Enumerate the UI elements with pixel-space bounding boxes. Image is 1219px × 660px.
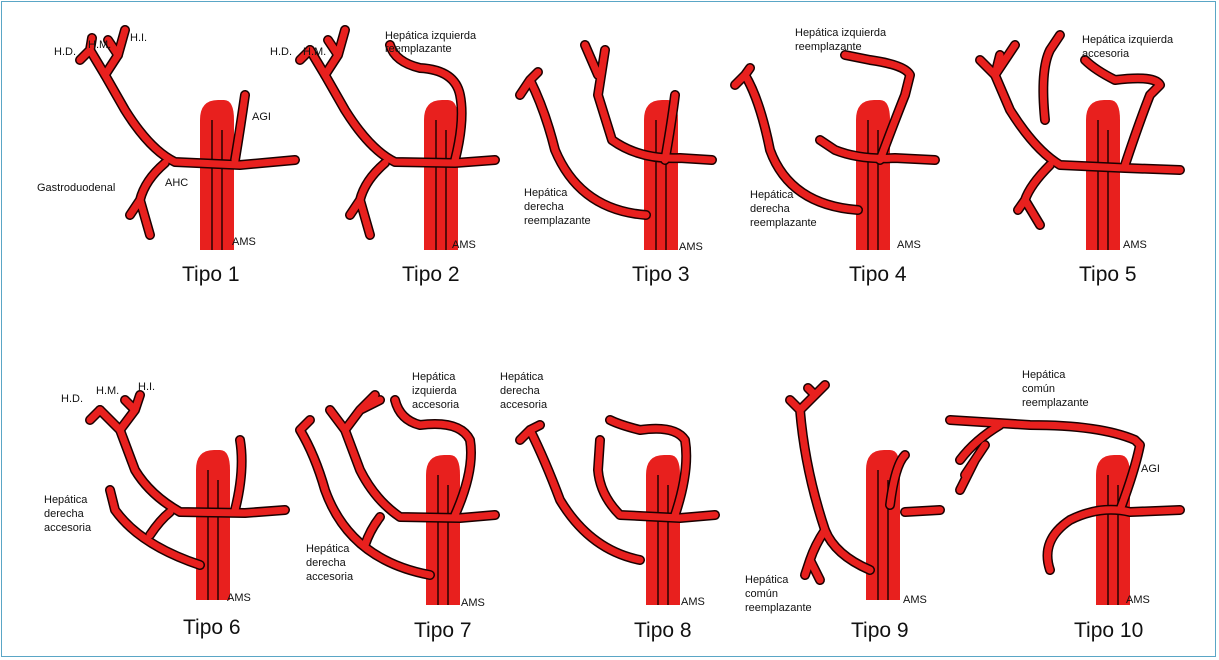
- label-agi: AGI: [1141, 463, 1160, 475]
- label-common: común: [1022, 383, 1055, 395]
- label-left: izquierda: [412, 385, 458, 397]
- label-common: común: [745, 588, 778, 600]
- label-hepatic: Hepática: [1022, 369, 1066, 381]
- label-accessory: accesoria: [500, 399, 548, 411]
- panel-tipo-2: H.D. H.M. Hepática izquierda reemplazant…: [270, 30, 495, 286]
- label-hi: H.I.: [130, 32, 147, 44]
- label-replacing: reemplazante: [745, 602, 812, 614]
- label-right: derecha: [306, 557, 347, 569]
- panel-title: Tipo 7: [414, 619, 472, 642]
- panel-title: Tipo 6: [183, 616, 241, 639]
- label-right: derecha: [44, 508, 85, 520]
- label-hm: H.M.: [303, 46, 326, 58]
- label-hepatic-2: Hepática: [306, 543, 350, 555]
- label-replacing: reemplazante: [1022, 397, 1089, 409]
- label-hm: H.M.: [88, 39, 111, 51]
- panel-title: Tipo 3: [632, 263, 690, 286]
- label-agi: AGI: [252, 111, 271, 123]
- label-hepatic: Hepática: [524, 187, 568, 199]
- label-ams: AMS: [227, 592, 251, 604]
- panel-tipo-7: Hepática izquierda accesoria Hepática de…: [300, 371, 495, 642]
- label-ams: AMS: [232, 236, 256, 248]
- label-ams: AMS: [461, 597, 485, 609]
- label-left-hepatic: Hepática izquierda: [1082, 34, 1174, 46]
- label-replacing: reemplazante: [795, 41, 862, 53]
- label-left-hepatic: Hepática izquierda: [795, 27, 887, 39]
- label-hm: H.M.: [96, 385, 119, 397]
- panel-tipo-6: H.D. H.M. H.I. Hepática derecha accesori…: [44, 381, 285, 639]
- label-right: derecha: [524, 201, 565, 213]
- label-ahc: AHC: [165, 177, 188, 189]
- label-right: derecha: [750, 203, 791, 215]
- panel-tipo-1: H.D. H.M. H.I. AGI Gastroduodenal AHC AM…: [37, 30, 295, 286]
- label-ams: AMS: [681, 596, 705, 608]
- panel-tipo-8: Hepática derecha accesoria AMS Tipo 8: [500, 371, 715, 642]
- label-hd: H.D.: [54, 46, 76, 58]
- label-replacing: reemplazante: [385, 43, 452, 55]
- panel-tipo-3: Hepática derecha reemplazante AMS Tipo 3: [520, 45, 712, 286]
- label-accessory-2: accesoria: [306, 571, 354, 583]
- label-hepatic: Hepática: [745, 574, 789, 586]
- panel-tipo-4: Hepática izquierda reemplazante Hepática…: [735, 27, 935, 286]
- label-ams: AMS: [1123, 239, 1147, 251]
- panel-title: Tipo 1: [182, 263, 240, 286]
- label-ams: AMS: [897, 239, 921, 251]
- artery-tree-1: [80, 30, 295, 235]
- label-ams: AMS: [903, 594, 927, 606]
- label-hd: H.D.: [270, 46, 292, 58]
- label-ams: AMS: [452, 239, 476, 251]
- label-accessory: accesoria: [1082, 48, 1130, 60]
- label-gastroduodenal: Gastroduodenal: [37, 182, 115, 194]
- label-left-hepatic: Hepática izquierda: [385, 30, 477, 42]
- label-hepatic: Hepática: [750, 189, 794, 201]
- label-hi: H.I.: [138, 381, 155, 393]
- label-hd: H.D.: [61, 393, 83, 405]
- panel-title: Tipo 9: [851, 619, 909, 642]
- panel-tipo-10: Hepática común reemplazante AGI AMS Tipo…: [950, 369, 1180, 642]
- label-accessory: accesoria: [44, 522, 92, 534]
- panel-title: Tipo 10: [1074, 619, 1143, 642]
- label-hepatic: Hepática: [500, 371, 544, 383]
- label-replacing: reemplazante: [524, 215, 591, 227]
- panel-title: Tipo 2: [402, 263, 460, 286]
- label-ams: AMS: [1126, 594, 1150, 606]
- label-replacing-2: reemplazante: [750, 217, 817, 229]
- label-hepatic: Hepática: [412, 371, 456, 383]
- panel-title: Tipo 8: [634, 619, 692, 642]
- panel-tipo-9: Hepática común reemplazante AMS Tipo 9: [745, 385, 940, 642]
- label-accessory: accesoria: [412, 399, 460, 411]
- label-ams: AMS: [679, 241, 703, 253]
- label-right: derecha: [500, 385, 541, 397]
- panel-tipo-5: Hepática izquierda accesoria AMS Tipo 5: [980, 34, 1180, 286]
- panel-title: Tipo 4: [849, 263, 907, 286]
- label-hepatic: Hepática: [44, 494, 88, 506]
- panel-title: Tipo 5: [1079, 263, 1137, 286]
